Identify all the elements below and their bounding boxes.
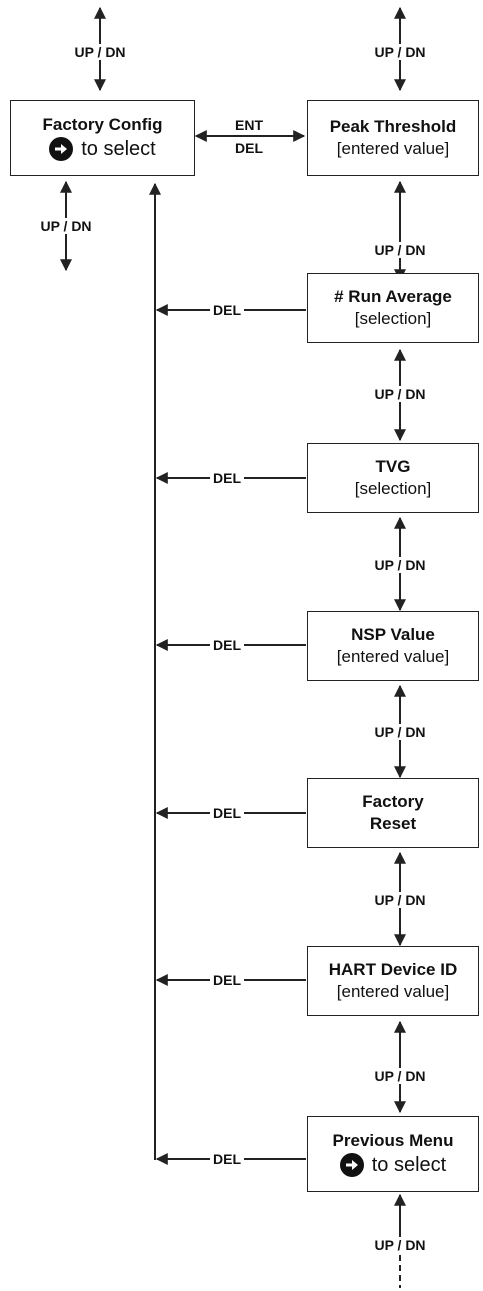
nsp-value-value: [entered value] <box>336 647 450 666</box>
factory-reset-box[interactable]: Factory Reset <box>307 778 479 848</box>
factory-config-subtitle: to select <box>81 138 156 160</box>
del-label-factory-reset: DEL <box>210 805 244 821</box>
tvg-value: [selection] <box>354 479 432 498</box>
previous-menu-subtitle: to select <box>371 1154 447 1176</box>
del-label-top: DEL <box>235 140 263 156</box>
nsp-value-title: NSP Value <box>351 625 435 644</box>
hart-device-id-value: [entered value] <box>336 982 450 1001</box>
previous-menu-box[interactable]: Previous Menu to select <box>307 1116 479 1192</box>
factory-config-box[interactable]: Factory Config to select <box>10 100 195 176</box>
del-label-hart: DEL <box>210 972 244 988</box>
updn-label-3: UP / DN <box>374 557 426 573</box>
previous-menu-select-row: to select <box>339 1152 447 1178</box>
peak-threshold-box[interactable]: Peak Threshold [entered value] <box>307 100 479 176</box>
right-arrow-circle-icon <box>49 137 74 161</box>
nsp-value-box[interactable]: NSP Value [entered value] <box>307 611 479 681</box>
previous-menu-title: Previous Menu <box>332 1131 454 1150</box>
peak-threshold-value: [entered value] <box>336 139 450 158</box>
del-label-nsp: DEL <box>210 637 244 653</box>
run-average-box[interactable]: # Run Average [selection] <box>307 273 479 343</box>
tvg-title: TVG <box>375 457 411 476</box>
run-average-value: [selection] <box>354 309 432 328</box>
right-arrow-circle-icon <box>339 1153 364 1177</box>
updn-label-5: UP / DN <box>374 892 426 908</box>
updn-label-4: UP / DN <box>374 724 426 740</box>
updn-label-top-right: UP / DN <box>374 44 426 60</box>
factory-config-title: Factory Config <box>42 115 163 134</box>
factory-config-select-row: to select <box>49 136 156 162</box>
peak-threshold-title: Peak Threshold <box>329 117 457 136</box>
updn-label-1: UP / DN <box>374 242 426 258</box>
ent-label: ENT <box>235 117 263 133</box>
updn-label-bottom: UP / DN <box>374 1237 426 1253</box>
updn-label-top-left: UP / DN <box>74 44 126 60</box>
tvg-box[interactable]: TVG [selection] <box>307 443 479 513</box>
run-average-title: # Run Average <box>334 287 452 306</box>
del-label-tvg: DEL <box>210 470 244 486</box>
hart-device-id-title: HART Device ID <box>328 960 458 979</box>
factory-reset-subtitle: Reset <box>369 814 417 833</box>
updn-label-6: UP / DN <box>374 1068 426 1084</box>
del-label-run-average: DEL <box>210 302 244 318</box>
del-label-previous-menu: DEL <box>210 1151 244 1167</box>
factory-reset-title: Factory <box>362 792 424 811</box>
hart-device-id-box[interactable]: HART Device ID [entered value] <box>307 946 479 1016</box>
updn-label-left-below: UP / DN <box>40 218 92 234</box>
updn-label-2: UP / DN <box>374 386 426 402</box>
